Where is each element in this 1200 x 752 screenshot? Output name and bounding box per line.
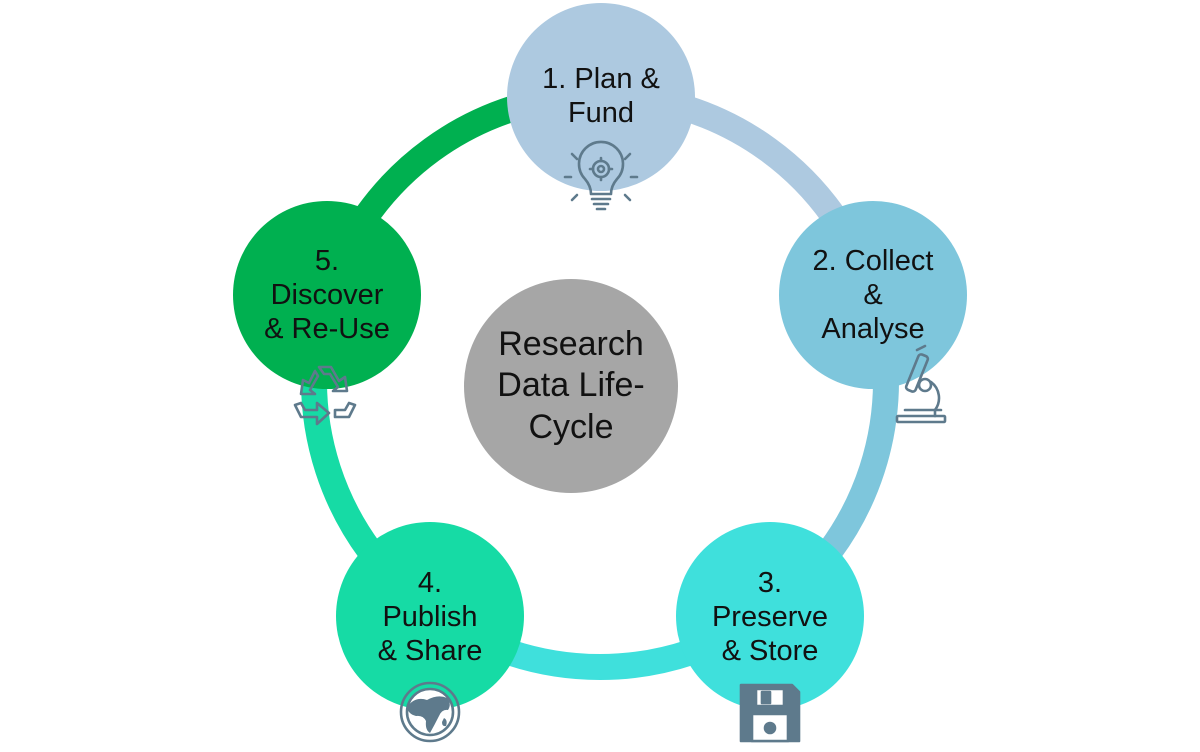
stage-label-line: Publish — [382, 600, 478, 633]
center-label: Research Data Life- Cycle — [471, 306, 671, 466]
lightbulb-gear-icon — [563, 140, 639, 211]
stage-label-preserve-store: 3. Preserve & Store — [680, 560, 860, 674]
stage-label-plan-fund: 1. Plan & Fund — [511, 58, 691, 134]
stage-circle-discover-reuse — [233, 201, 421, 389]
stage-circle-plan-fund — [507, 3, 695, 191]
recycle-icon — [293, 365, 357, 426]
stage-label-line: Discover — [270, 278, 384, 311]
microscope-icon — [895, 344, 947, 424]
stage-label-line: Fund — [567, 97, 635, 129]
stage-label-line: 1. Plan & — [542, 62, 660, 95]
stage-label-line: 4. — [417, 566, 443, 599]
stage-label-line: 3. — [757, 566, 783, 599]
stage-label-collect-analyse: 2. Collect & Analyse — [783, 238, 963, 352]
stage-label-line: Analyse — [821, 313, 925, 346]
globe-icon — [399, 681, 461, 743]
stage-label-line: 5. — [314, 244, 340, 277]
stage-label-line: & — [863, 278, 883, 311]
stage-label-line: 2. Collect — [812, 244, 934, 277]
stage-circle-collect-analyse — [779, 201, 967, 389]
center-label-line: Research — [498, 324, 644, 363]
stage-label-line: Preserve — [711, 600, 829, 633]
stage-circle-preserve-store — [676, 522, 864, 710]
floppy-disk-icon — [739, 683, 801, 743]
center-label-line: Data Life- — [497, 366, 645, 405]
center-label-line: Cycle — [528, 407, 614, 446]
stage-label-line: & Share — [377, 635, 483, 668]
stage-label-line: & Re-Use — [264, 313, 390, 346]
stage-label-publish-share: 4. Publish & Share — [340, 560, 520, 674]
stage-label-discover-reuse: 5. Discover & Re-Use — [237, 238, 417, 352]
stage-circles — [233, 3, 967, 710]
center-circle — [464, 279, 678, 493]
stage-label-line: & Store — [721, 635, 819, 668]
stage-circle-publish-share — [336, 522, 524, 710]
